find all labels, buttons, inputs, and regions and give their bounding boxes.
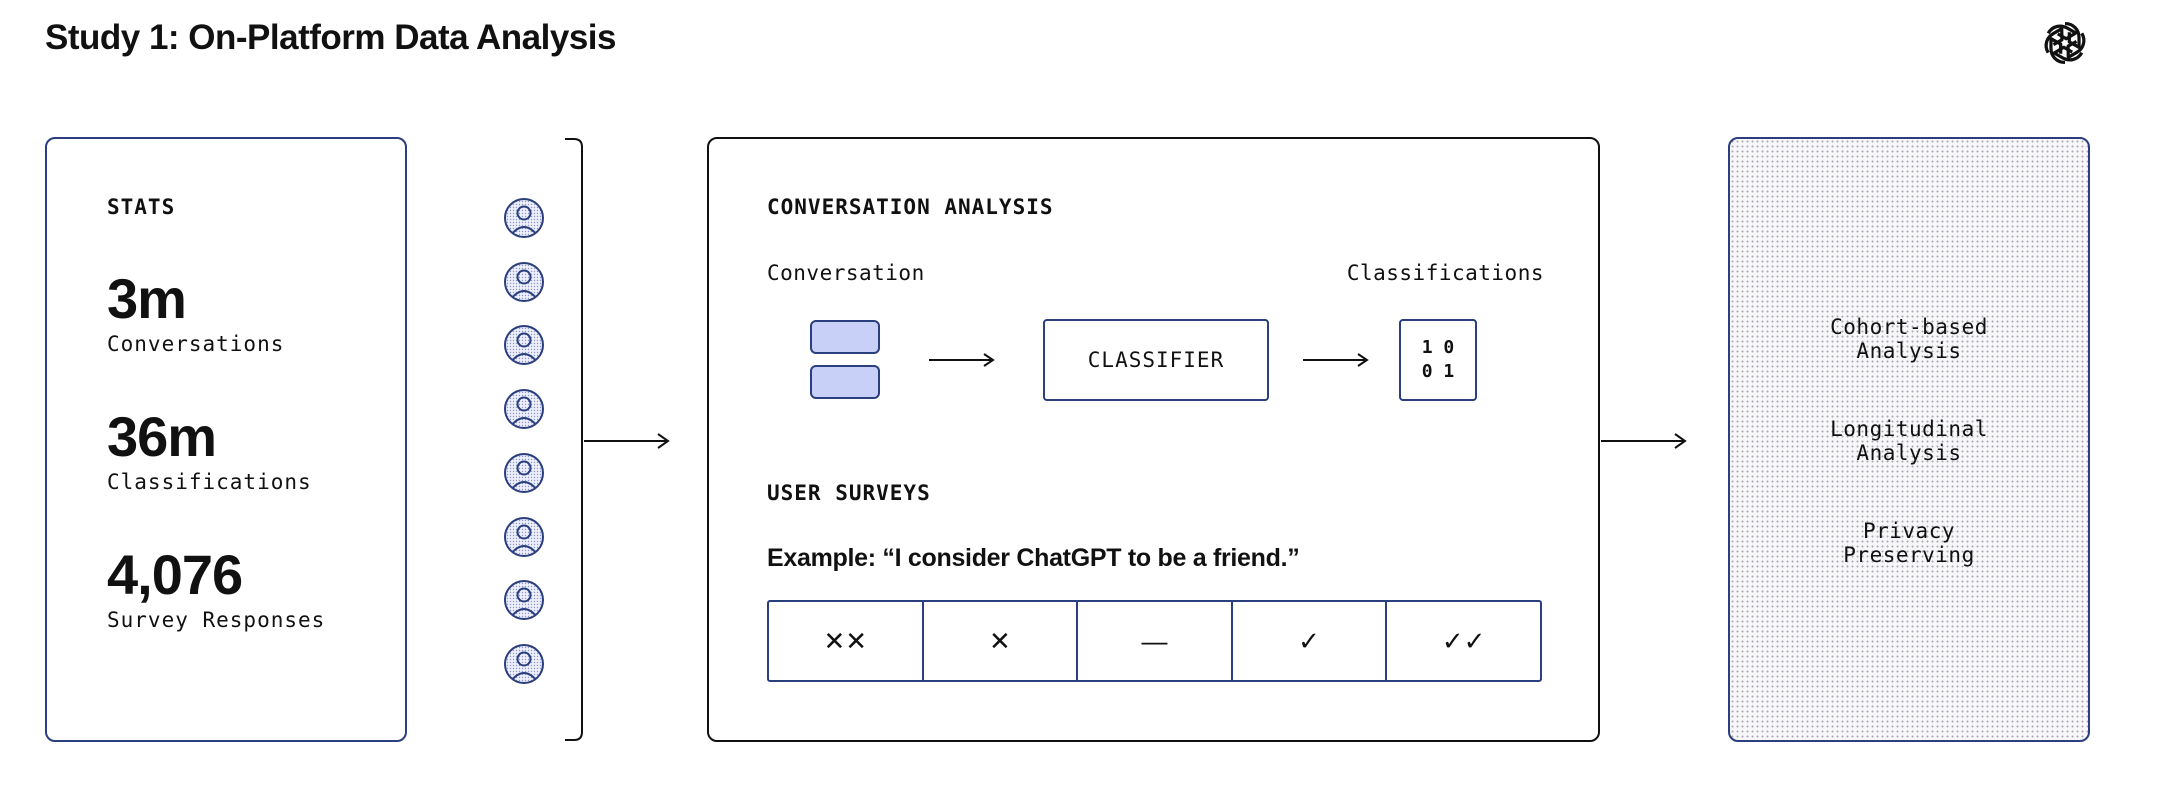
- conversation-message-icon: [810, 320, 880, 354]
- user-avatar-icon: [504, 643, 544, 684]
- likert-disagree: ✕: [924, 602, 1079, 680]
- likert-strongly-agree: ✓✓: [1441, 625, 1486, 656]
- user-surveys-heading: USER SURVEYS: [767, 481, 931, 505]
- classifications-label: Classifications: [1346, 261, 1544, 285]
- user-avatar-icon: [504, 452, 544, 493]
- openai-logo-icon: [2039, 19, 2091, 67]
- likert-scale: ✕✕ ✕ — ✓ ✓✓: [767, 600, 1542, 682]
- conversation-label: Conversation: [767, 261, 925, 285]
- output-cohort-analysis: Cohort-based Analysis: [1730, 315, 2088, 363]
- output-longitudinal-analysis: Longitudinal Analysis: [1730, 417, 2088, 465]
- classification-matrix: 1 0 0 1: [1399, 319, 1477, 401]
- likert-neutral: —: [1078, 602, 1233, 680]
- user-avatar-icon: [504, 389, 544, 430]
- arrow-to-outputs: [1601, 433, 1687, 449]
- stat-value-classifications: 36m: [107, 405, 217, 468]
- outputs-panel: Cohort-based Analysis Longitudinal Analy…: [1728, 137, 2090, 742]
- output-line: Preserving: [1843, 543, 1975, 568]
- users-bracket: [565, 138, 583, 741]
- arrow-to-analysis: [584, 433, 670, 449]
- arrow-to-classifier: [929, 353, 995, 367]
- user-avatar-icon: [504, 580, 544, 621]
- conversation-analysis-heading: CONVERSATION ANALYSIS: [767, 195, 1054, 219]
- arrow-to-classifications: [1303, 353, 1369, 367]
- output-privacy-preserving: Privacy Preserving: [1730, 519, 2088, 567]
- stat-label-survey-responses: Survey Responses: [107, 608, 326, 632]
- user-avatar-icon: [504, 261, 544, 302]
- output-line: Analysis: [1856, 339, 1962, 364]
- classifier-box: CLASSIFIER: [1043, 319, 1269, 401]
- page-title: Study 1: On-Platform Data Analysis: [45, 18, 617, 57]
- matrix-row: 1 0: [1421, 336, 1455, 358]
- stat-label-classifications: Classifications: [107, 470, 312, 494]
- user-avatar-icon: [504, 198, 544, 238]
- output-line: Longitudinal: [1830, 417, 1988, 441]
- likert-strongly-disagree: ✕✕: [769, 602, 924, 680]
- conversation-message-icon: [810, 365, 880, 399]
- stat-label-conversations: Conversations: [107, 332, 285, 356]
- likert-agree: ✓: [1233, 602, 1388, 680]
- analysis-panel: CONVERSATION ANALYSIS Conversation Class…: [707, 137, 1600, 742]
- user-avatar-icon: [504, 325, 544, 366]
- matrix-row: 0 1: [1421, 361, 1455, 382]
- stat-value-survey-responses: 4,076: [107, 543, 243, 606]
- stats-panel: STATS 3m Conversations 36m Classificatio…: [45, 137, 407, 742]
- user-avatar-icon: [504, 516, 544, 557]
- output-line: Privacy: [1862, 519, 1955, 543]
- stats-heading: STATS: [107, 195, 176, 219]
- output-line: Analysis: [1856, 441, 1962, 466]
- stat-value-conversations: 3m: [107, 267, 187, 330]
- output-line: Cohort-based: [1830, 315, 1988, 339]
- survey-example: Example: “I consider ChatGPT to be a fri…: [767, 544, 1300, 572]
